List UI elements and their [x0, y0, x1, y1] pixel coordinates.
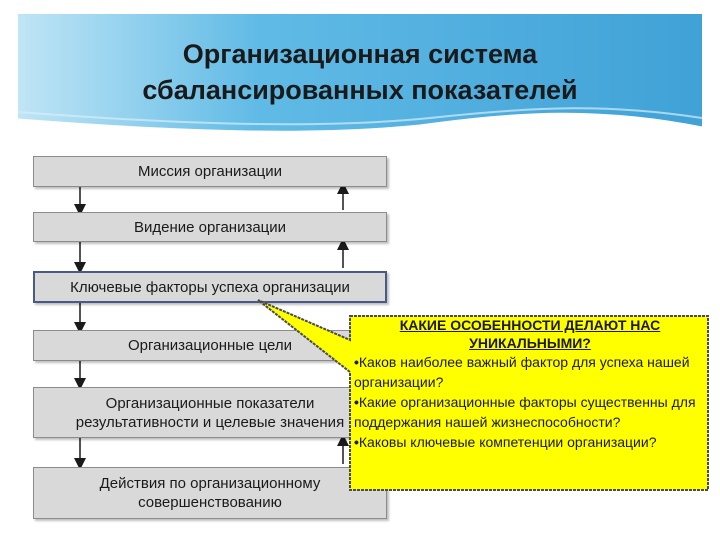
callout-item: •Каков наиболее важный фактор для успеха…	[354, 352, 706, 392]
callout-item-text: Каков наиболее важный фактор для успеха …	[354, 354, 690, 390]
mission-label: Миссия организации	[138, 163, 282, 180]
indicators-label-line-1: Организационные показатели	[105, 394, 315, 412]
indicators-box: Организационные показатели результативно…	[33, 387, 387, 438]
actions-label-line-2: совершенствованию	[138, 494, 282, 511]
goals-label: Организационные цели	[128, 337, 292, 354]
callout: КАКИЕ ОСОБЕННОСТИ ДЕЛАЮТ НАС УНИКАЛЬНЫМИ…	[354, 316, 706, 452]
title-line-1: Организационная система	[182, 39, 538, 69]
callout-list: •Каков наиболее важный фактор для успеха…	[354, 352, 706, 452]
vision-label: Видение организации	[133, 218, 287, 236]
title-line-2: сбалансированных показателей	[142, 75, 578, 105]
page-title: Организационная система сбалансированных…	[60, 36, 660, 108]
callout-item-text: Каковы ключевые компетенции организации?	[358, 434, 657, 450]
bullet-icon: •	[354, 394, 359, 410]
mission-box: Миссия организации	[33, 156, 387, 187]
actions-label-line-1: Действия по организационному	[99, 475, 321, 492]
callout-heading-line-2: УНИКАЛЬНЫМИ?	[469, 335, 591, 351]
callout-item: •Какие организационные факторы существен…	[354, 392, 706, 432]
header-band	[0, 0, 720, 135]
indicators-label-line-2: результативности и целевые значения	[75, 413, 345, 431]
callout-heading: КАКИЕ ОСОБЕННОСТИ ДЕЛАЮТ НАС УНИКАЛЬНЫМИ…	[354, 316, 706, 352]
key-success-factors-label: Ключевые факторы успеха организации	[70, 278, 350, 296]
callout-heading-line-1: КАКИЕ ОСОБЕННОСТИ ДЕЛАЮТ НАС	[399, 317, 661, 333]
actions-box: Действия по организационному совершенств…	[33, 467, 387, 519]
key-success-factors-box: Ключевые факторы успеха организации	[33, 271, 387, 303]
callout-item: •Каковы ключевые компетенции организации…	[354, 432, 706, 452]
callout-item-text: Какие организационные факторы существенн…	[354, 394, 696, 430]
vision-box: Видение организации	[33, 212, 387, 242]
bullet-icon: •	[354, 354, 359, 370]
bullet-icon: •	[354, 434, 359, 450]
